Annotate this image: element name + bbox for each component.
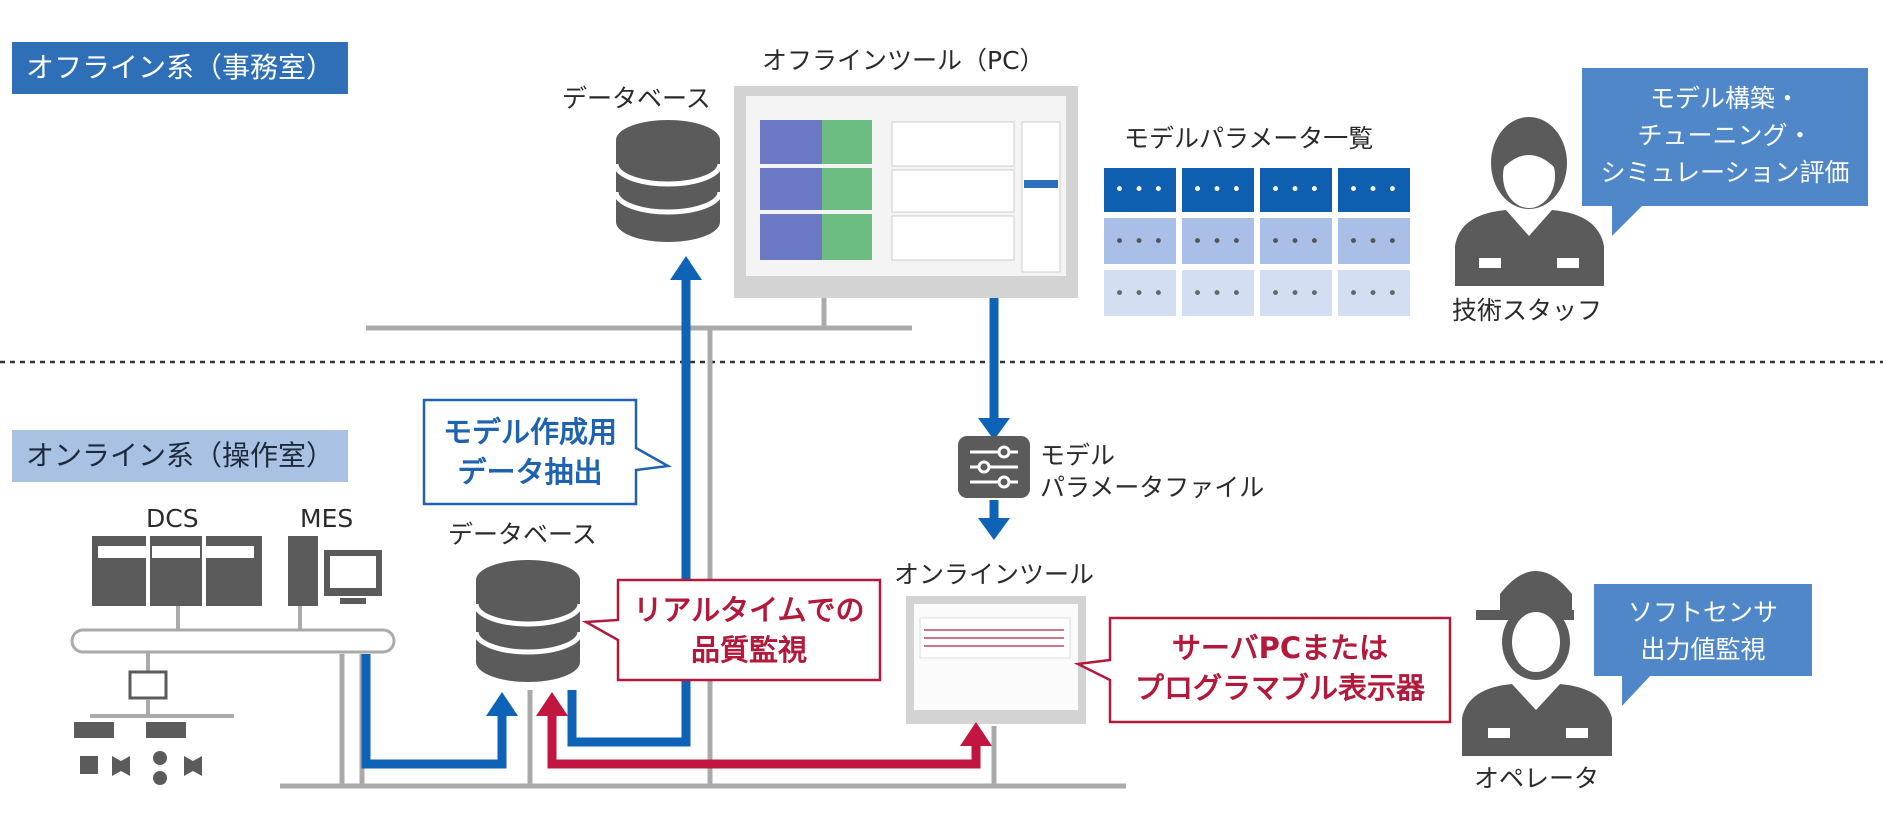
person-icon [1455, 117, 1604, 286]
parameter-table [1104, 168, 1410, 316]
online-zone-label: オンライン系（操作室） [12, 430, 349, 482]
parameter-cell: • • • [1114, 232, 1166, 252]
realtime-flow-arrow [536, 692, 992, 769]
database-icon [476, 560, 580, 682]
parameter-cell: • • • [1192, 232, 1244, 252]
parameter-cell: • • • [1114, 180, 1166, 200]
staff-speech-bubble [1582, 68, 1868, 236]
realtime-callout [581, 578, 882, 682]
operator-speech-bubble [1594, 584, 1812, 706]
online-tool-label: オンラインツール [894, 560, 1095, 589]
extract-flow-arrow [361, 256, 702, 769]
param-file-label: モデル パラメータファイル [1040, 441, 1265, 502]
operator-label: オペレータ [1474, 764, 1600, 793]
plant-bus [70, 606, 396, 718]
operator-bubble-text: ソフトセンサ 出力値監視 [1627, 598, 1778, 664]
mes-label: MES [300, 504, 354, 533]
parameter-cell: • • • [1192, 180, 1244, 200]
staff-label: 技術スタッフ [1452, 296, 1603, 325]
offline-zone-label: オフライン系（事務室） [12, 42, 349, 94]
server-callout [1073, 616, 1452, 724]
parameter-cell: • • • [1348, 180, 1400, 200]
offline-network [366, 296, 912, 786]
extract-callout-text: モデル作成用 データ抽出 [442, 415, 617, 489]
parameter-cell: • • • [1348, 232, 1400, 252]
parameter-cell: • • • [1270, 232, 1322, 252]
offline-database-label: データベース [562, 84, 711, 113]
parameter-cell: • • • [1114, 284, 1166, 304]
param-export-arrow [978, 298, 1010, 540]
monitor-icon [734, 86, 1078, 298]
online-database-label: データベース [448, 520, 597, 549]
valve-icon [74, 722, 202, 785]
mes-icon [288, 536, 382, 606]
parameter-cell: • • • [1348, 284, 1400, 304]
dcs-icon [92, 536, 262, 606]
monitor-icon [906, 596, 1086, 724]
dcs-label: DCS [146, 504, 199, 533]
sliders-file-icon [958, 436, 1030, 498]
server-callout-text: サーバPCまたは プログラマブル表示器 [1134, 631, 1425, 705]
offline-pc-title: オフラインツール（PC） [762, 46, 1045, 75]
realtime-callout-text: リアルタイムでの 品質監視 [633, 593, 865, 667]
operator-person-icon [1462, 571, 1612, 756]
parameter-table-title: モデルパラメータ一覧 [1124, 124, 1374, 153]
parameter-cell: • • • [1192, 284, 1244, 304]
parameter-cell: • • • [1270, 180, 1322, 200]
extract-callout [422, 398, 672, 506]
staff-bubble-text: モデル構築・ チューニング・ シミュレーション評価 [1600, 84, 1850, 187]
parameter-cell: • • • [1270, 284, 1322, 304]
database-icon [616, 120, 720, 242]
